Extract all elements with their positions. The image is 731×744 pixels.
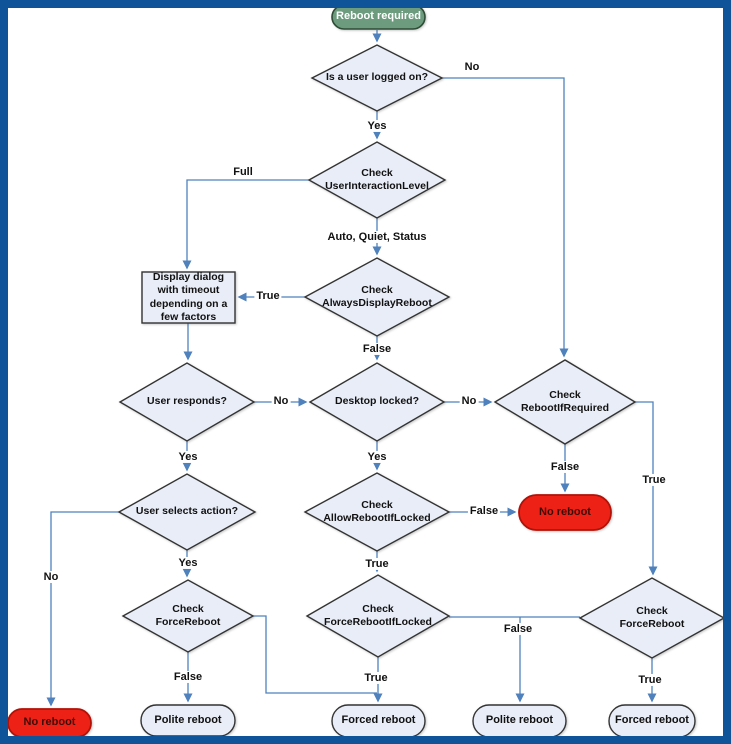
edge-rir-true bbox=[635, 401, 658, 576]
decision-check-rebootifrequired bbox=[493, 359, 637, 445]
edge-label-aril-false: False bbox=[467, 504, 501, 518]
edge-label-adr-false: False bbox=[360, 342, 394, 356]
shapes bbox=[7, 4, 726, 738]
label-check-forcerebootiflocked: Check ForceRebootIfLocked bbox=[324, 602, 432, 628]
edge-label-responds-yes: Yes bbox=[176, 450, 200, 464]
edge-frleft-true-merge bbox=[253, 615, 377, 694]
edge-label-locked-no: No bbox=[459, 394, 479, 408]
label-check-allowrebootiflocked: Check AllowRebootIfLocked bbox=[323, 498, 431, 524]
edge-label-locked-yes: Yes bbox=[365, 450, 389, 464]
edge-label-responds-no: No bbox=[271, 394, 291, 408]
edge-uil-full bbox=[182, 179, 309, 270]
edge-selects-no bbox=[46, 511, 119, 707]
decision-desktop-locked bbox=[308, 362, 446, 442]
decision-check-userinteractionlevel bbox=[307, 141, 447, 219]
label-check-userinteractionlevel: Check UserInteractionLevel bbox=[325, 166, 429, 192]
decision-check-alwaysdisplayreboot bbox=[303, 257, 451, 337]
decision-user-responds bbox=[118, 362, 256, 442]
label-forced-reboot-2: Forced reboot bbox=[615, 714, 689, 727]
label-check-alwaysdisplayreboot: Check AlwaysDisplayReboot bbox=[322, 283, 432, 309]
edge-label-fr-right-true: True bbox=[636, 673, 664, 687]
decision-check-forcereboot-left bbox=[121, 579, 255, 653]
edge-label-selects-no: No bbox=[41, 570, 61, 584]
label-desktop-locked: Desktop locked? bbox=[334, 395, 420, 408]
label-no-reboot-bottom: No reboot bbox=[23, 716, 76, 729]
label-user-selects-action: User selects action? bbox=[135, 505, 239, 518]
label-is-user-logged-on: Is a user logged on? bbox=[325, 71, 429, 84]
edge-label-logged-on-no: No bbox=[462, 60, 482, 74]
decision-check-allowrebootiflocked bbox=[303, 472, 451, 552]
edge-label-fr-left-false: False bbox=[171, 670, 205, 684]
edge-label-uil-full: Full bbox=[231, 165, 255, 179]
edge-label-aril-true: True bbox=[363, 557, 391, 571]
edge-label-uil-auto-quiet-status: Auto, Quiet, Status bbox=[325, 230, 429, 244]
edge-label-fril-true: True bbox=[362, 671, 390, 685]
label-user-responds: User responds? bbox=[147, 395, 227, 408]
edge-label-fril-false: False bbox=[501, 622, 535, 636]
edge-label-rir-false: False bbox=[548, 460, 582, 474]
edge-label-logged-on-yes: Yes bbox=[365, 119, 389, 133]
label-no-reboot-right: No reboot bbox=[539, 505, 591, 518]
start-node-label: Reboot required bbox=[336, 10, 421, 23]
label-polite-reboot-2: Polite reboot bbox=[485, 714, 554, 727]
label-display-dialog: Display dialog with timeout depending on… bbox=[149, 271, 228, 323]
process-display-dialog bbox=[141, 271, 236, 324]
edge-label-adr-true: True bbox=[254, 289, 282, 303]
decision-user-selects-action bbox=[117, 473, 257, 551]
label-forced-reboot-1: Forced reboot bbox=[341, 714, 416, 727]
label-check-rebootifrequired: Check RebootIfRequired bbox=[520, 388, 610, 414]
edge-label-rir-true: True bbox=[640, 473, 668, 487]
label-check-forcereboot-left: Check ForceReboot bbox=[155, 602, 221, 628]
edge-label-selects-yes: Yes bbox=[176, 556, 200, 570]
label-check-forcereboot-right: Check ForceReboot bbox=[619, 604, 685, 630]
decision-check-forcerebootiflocked bbox=[305, 574, 451, 658]
terminal-no-reboot-right-shape bbox=[518, 494, 612, 531]
edge-loggedon-no bbox=[442, 77, 569, 358]
label-polite-reboot-1: Polite reboot bbox=[154, 713, 222, 726]
decision-is-user-logged-on bbox=[310, 44, 444, 112]
